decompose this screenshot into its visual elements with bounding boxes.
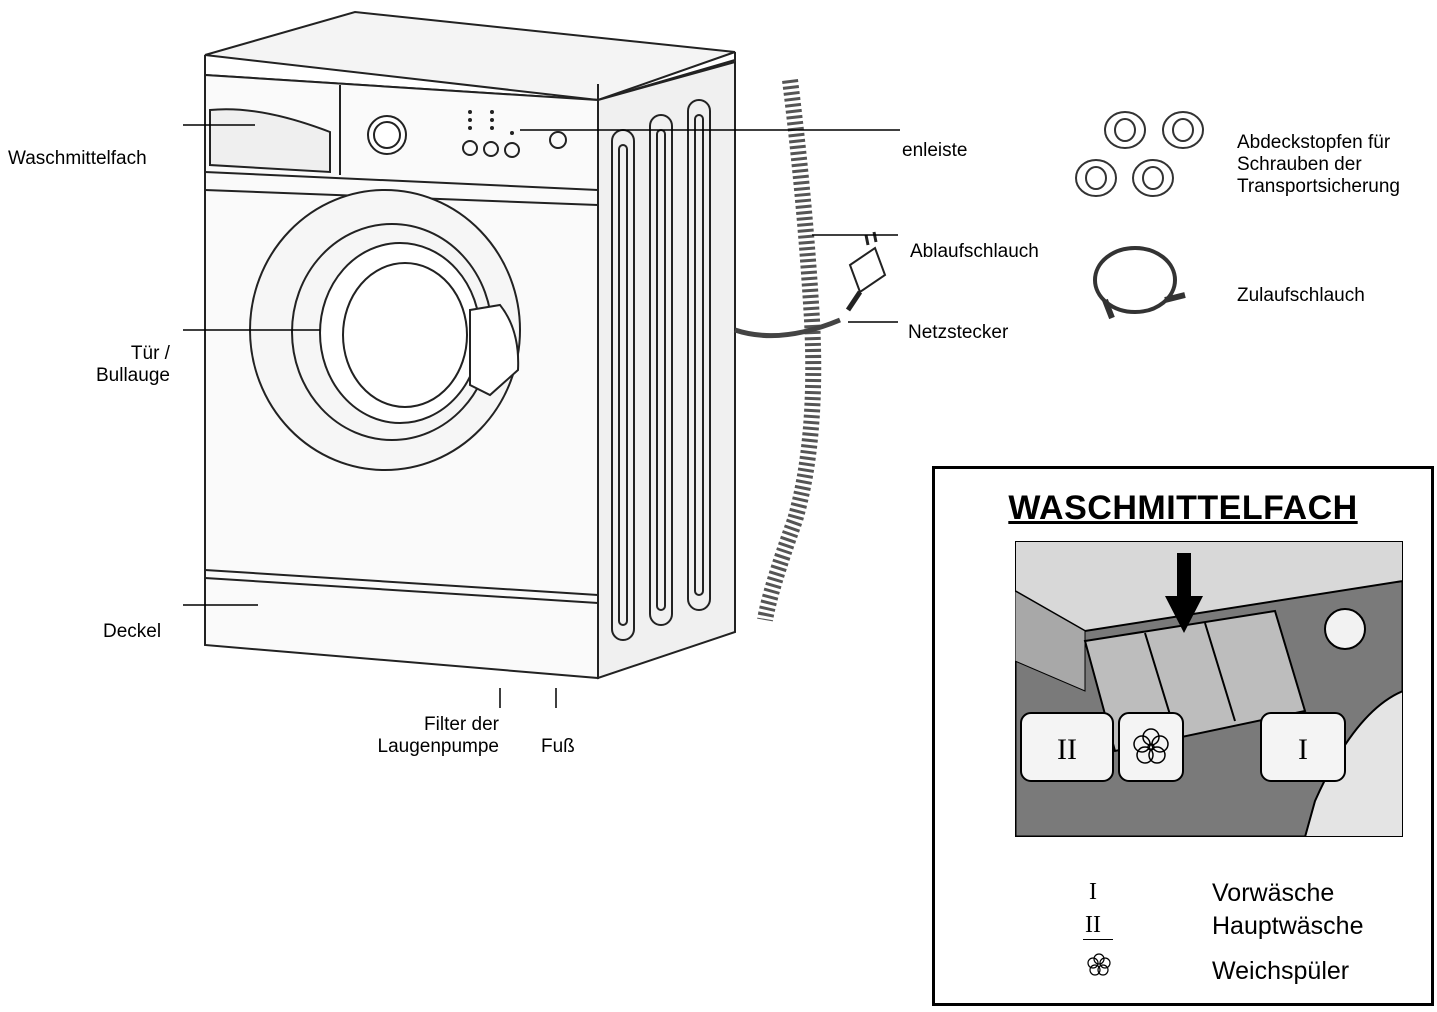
bottom-cover — [204, 569, 599, 596]
legend-symbol-II: II — [1085, 912, 1101, 938]
transport-caps — [1075, 111, 1204, 197]
flower-icon — [1087, 953, 1111, 976]
door-handle — [469, 303, 520, 397]
compartment-box-flower — [1118, 712, 1184, 782]
side-rib-3 — [687, 99, 711, 611]
button-3 — [504, 142, 520, 158]
caps-label: Abdeckstopfen für Schrauben der Transpor… — [1237, 132, 1400, 198]
pump-filter-label-line2: Laugenpumpe — [377, 736, 500, 757]
compartment-label-II: II — [1057, 733, 1077, 766]
power-plug — [845, 231, 887, 312]
down-arrow — [1177, 553, 1191, 603]
cover-label: Deckel — [103, 621, 162, 642]
control-panel-label: enleiste — [902, 140, 968, 161]
foot-label: Fuß — [541, 736, 575, 757]
inlet-hose — [1093, 246, 1186, 320]
detergent-drawer-callout: WASCHMITTELFACH II I I Vorwäsche II Haup… — [932, 466, 1434, 1006]
flower-icon — [1133, 728, 1169, 764]
compartment-box-II — [1020, 712, 1114, 782]
legend-divider — [1083, 939, 1113, 940]
door-label: Tür / Bullauge — [96, 343, 170, 387]
button-1 — [462, 140, 478, 156]
caps-label-line1: Abdeckstopfen für — [1237, 132, 1391, 153]
door-label-line2: Bullauge — [96, 365, 170, 386]
compartment-box-I — [1260, 712, 1346, 782]
legend-text-mainwash: Hauptwäsche — [1212, 912, 1364, 940]
pump-filter-label-line1: Filter der — [424, 714, 499, 735]
door-label-line1: Tür / — [130, 343, 170, 364]
inlet-hose-label: Zulaufschlauch — [1237, 285, 1365, 306]
side-rib-2 — [649, 114, 673, 626]
legend-text-prewash: Vorwäsche — [1212, 879, 1335, 907]
button-2 — [483, 141, 499, 157]
power-button — [549, 131, 567, 149]
callout-knob — [1324, 608, 1366, 650]
callout-title: WASCHMITTELFACH — [1008, 489, 1358, 527]
drawer-illustration: II I — [1015, 541, 1403, 837]
detergent-drawer-label: Waschmittelfach — [8, 148, 147, 169]
pump-filter-label: Filter der Laugenpumpe — [357, 714, 500, 758]
caps-label-line3: Transportsicherung — [1237, 176, 1400, 197]
machine-side — [597, 60, 736, 680]
legend-symbol-I: I — [1089, 879, 1097, 905]
power-plug-label: Netzstecker — [908, 322, 1009, 343]
legend-text-softener: Weichspüler — [1212, 957, 1350, 985]
drain-hose — [757, 79, 822, 622]
drain-hose-label: Ablaufschlauch — [910, 241, 1039, 262]
caps-label-line2: Schrauben der — [1237, 154, 1362, 175]
compartment-label-I: I — [1298, 733, 1308, 766]
